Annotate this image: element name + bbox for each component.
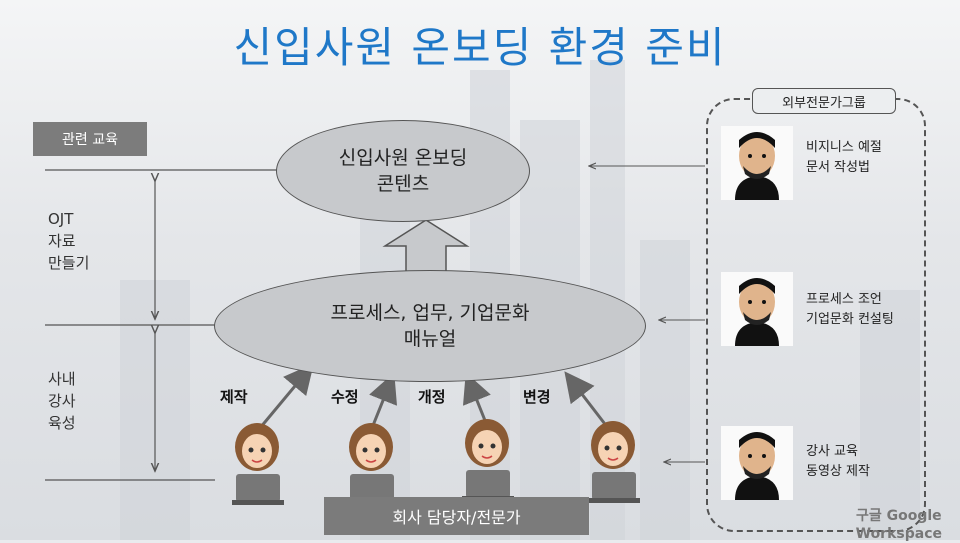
expert-3-text: 강사 교육 동영상 제작 <box>806 444 870 479</box>
onboarding-content-ellipse: 신입사원 온보딩 콘텐츠 <box>276 120 530 222</box>
manual-ellipse: 프로세스, 업무, 기업문화 매뉴얼 <box>214 270 646 382</box>
company-staff-label: 회사 담당자/전문가 <box>324 497 589 535</box>
arrow-revise <box>369 372 398 429</box>
external-group-title: 외부전문가그룹 <box>752 88 896 114</box>
up-block-arrow <box>382 219 470 273</box>
action-create-label: 제작 <box>220 388 248 406</box>
action-change-label: 변경 <box>523 388 551 406</box>
arrow-change <box>564 371 610 429</box>
arrow-create <box>258 363 314 429</box>
action-revise-label: 수정 <box>331 388 359 406</box>
staff-person-3-icon <box>462 419 514 501</box>
staff-person-2-icon <box>346 423 398 505</box>
staff-person-1-icon <box>232 423 284 505</box>
ojt-label: OJT 자료 만들기 <box>48 210 90 272</box>
workspace-watermark: 구글 Google Workspace <box>855 508 942 542</box>
expert-3-avatar-icon <box>721 426 793 500</box>
staff-person-4-icon <box>588 421 640 503</box>
expert-1-text: 비지니스 예절 문서 작성법 <box>806 140 882 175</box>
inhouse-instructor-label: 사내 강사 육성 <box>48 370 76 432</box>
expert-2-text: 프로세스 조언 기업문화 컨설팅 <box>806 292 894 327</box>
action-amend-label: 개정 <box>418 388 446 406</box>
expert-1-avatar-icon <box>721 126 793 200</box>
page-title: 신입사원 온보딩 환경 준비 <box>233 23 727 72</box>
expert-2-avatar-icon <box>721 272 793 346</box>
related-education-tag: 관련 교육 <box>33 122 147 156</box>
